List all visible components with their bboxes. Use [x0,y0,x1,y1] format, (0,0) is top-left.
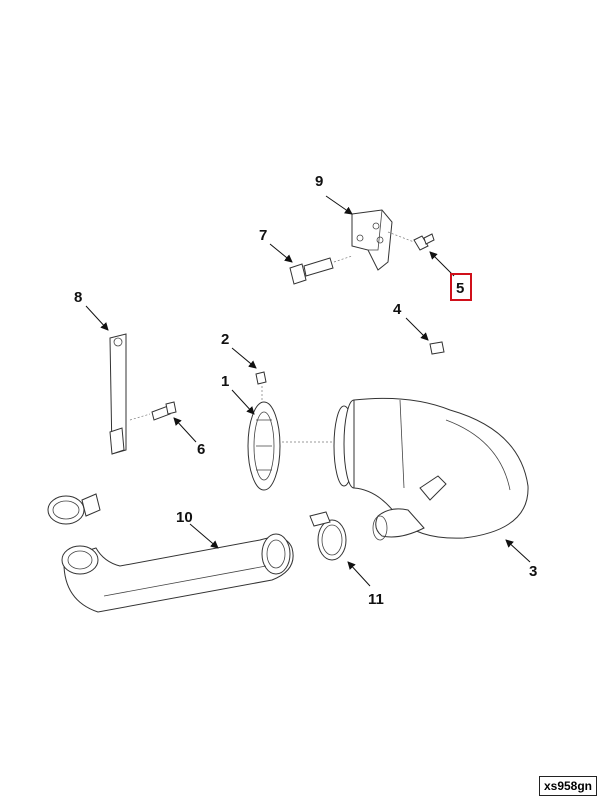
strap-bolt-part[interactable] [129,401,177,421]
figure-reference-code: xs958gn [538,776,597,796]
callout-label-10: 10 [176,509,193,526]
pin-part[interactable] [255,371,267,404]
callout-label-4: 4 [393,301,402,318]
bracket-part[interactable] [351,209,393,271]
flange-bolt-part[interactable] [289,255,353,285]
intake-tube-part[interactable] [61,533,294,613]
callout-label-9: 9 [315,173,323,190]
hose-clamp-part-10[interactable] [47,493,101,525]
support-strap-part[interactable] [109,333,127,455]
callout-label-6: 6 [197,441,205,458]
callout-label-7: 7 [259,227,267,244]
hose-clamp-part-11[interactable] [309,511,347,561]
small-bolt-part[interactable] [387,231,435,251]
callout-label-11: 11 [368,591,384,608]
plug-part[interactable] [429,341,445,355]
highlight-box-5 [450,273,472,301]
callout-label-1: 1 [221,373,229,390]
callout-label-8: 8 [74,289,82,306]
callout-label-5[interactable]: 5 [456,280,464,297]
callout-label-2: 2 [221,331,229,348]
callout-label-3: 3 [529,563,537,580]
elbow-housing-part[interactable] [333,397,529,541]
flange-plate-part[interactable] [247,401,336,491]
